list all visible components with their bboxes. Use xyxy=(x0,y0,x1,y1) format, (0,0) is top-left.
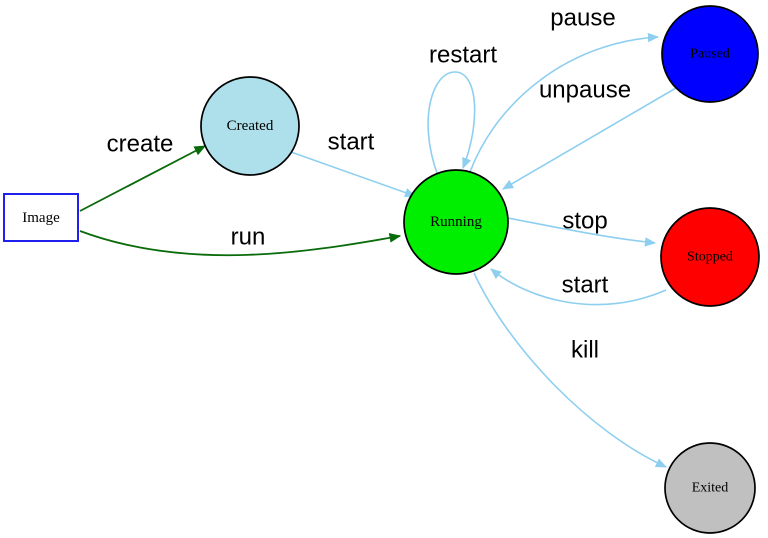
edge-unpause: unpause xyxy=(502,77,677,190)
node-paused[interactable]: Paused xyxy=(661,5,759,103)
edge-restart-path xyxy=(427,71,476,174)
edge-run: run xyxy=(79,224,402,257)
edge-run-path xyxy=(79,230,402,257)
node-running[interactable]: Running xyxy=(403,169,509,275)
edge-start-stopped-running: start xyxy=(490,268,667,306)
edge-unpause-path xyxy=(502,87,677,190)
edge-create-path xyxy=(79,145,207,212)
edge-create: create xyxy=(79,131,207,212)
edge-kill-path xyxy=(473,272,668,468)
edge-start-created-running-path xyxy=(290,151,417,198)
node-created-shape[interactable] xyxy=(200,76,300,176)
edge-unpause-label: unpause xyxy=(539,77,631,104)
edge-stop-path xyxy=(507,217,657,247)
edge-restart-label: restart xyxy=(429,42,497,69)
edge-stop: stop xyxy=(507,208,657,247)
node-image-shape[interactable] xyxy=(3,193,79,242)
edge-start-stopped-running-label: start xyxy=(562,272,609,299)
node-exited-shape[interactable] xyxy=(664,442,756,534)
edge-start-created-running: start xyxy=(290,129,417,198)
node-exited[interactable]: Exited xyxy=(664,442,756,534)
node-created[interactable]: Created xyxy=(200,76,300,176)
edge-create-label: create xyxy=(107,131,174,158)
edge-start-created-running-label: start xyxy=(328,129,375,156)
edge-pause-path xyxy=(469,32,660,173)
edge-restart: restart xyxy=(427,42,497,174)
node-running-shape[interactable] xyxy=(403,169,509,275)
node-paused-shape[interactable] xyxy=(661,5,759,103)
edge-run-label: run xyxy=(231,224,266,251)
node-image[interactable]: Image xyxy=(3,193,79,242)
edge-pause: pause xyxy=(469,5,660,173)
node-stopped-shape[interactable] xyxy=(660,207,760,307)
edge-start-stopped-running-path xyxy=(490,268,667,306)
edge-kill-label: kill xyxy=(571,337,599,364)
node-stopped[interactable]: Stopped xyxy=(660,207,760,307)
edge-pause-label: pause xyxy=(550,5,615,32)
